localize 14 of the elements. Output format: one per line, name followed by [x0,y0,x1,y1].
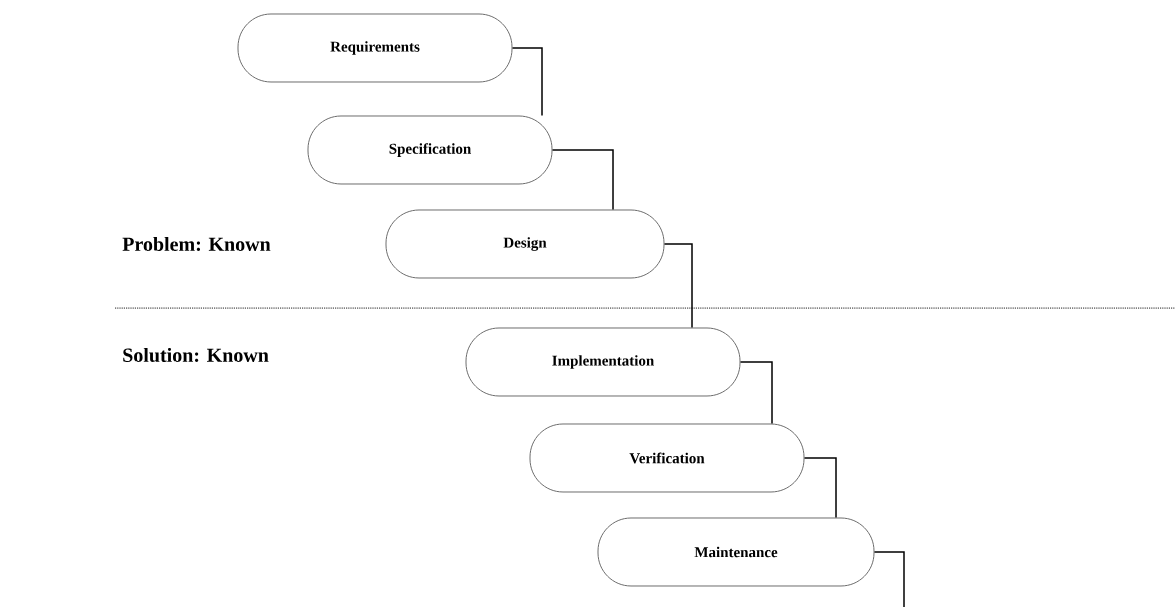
process-box: Requirements [237,13,513,83]
connector-line [803,457,837,519]
process-box: Maintenance [597,517,875,587]
process-box: Design [385,209,665,279]
connector-line [663,243,693,329]
process-box: Verification [529,423,805,493]
side-label: Problem: Known [122,236,271,252]
connector-line [511,47,543,117]
connector-line [873,551,905,607]
process-box: Specification [307,115,553,185]
connector-line [551,149,614,211]
process-box: Implementation [465,327,741,397]
side-label: Solution: Known [123,347,269,363]
connector-line [739,361,773,425]
